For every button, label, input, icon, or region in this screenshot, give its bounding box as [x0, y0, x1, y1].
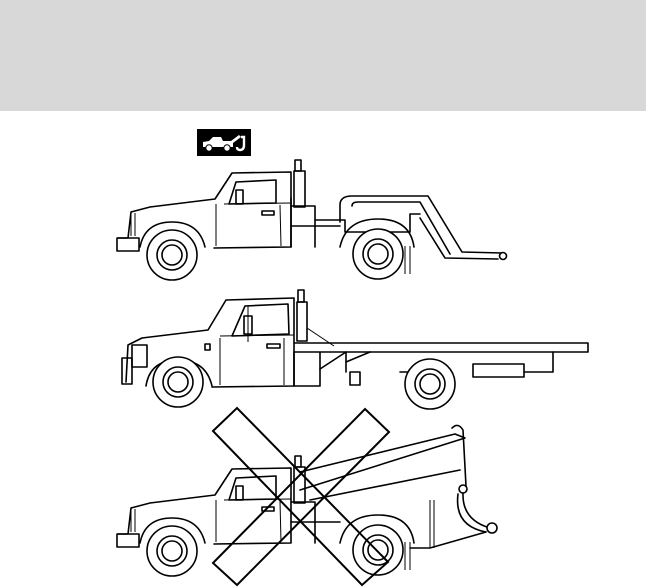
header-band: [0, 0, 646, 111]
flatbed-tow-truck: [0, 288, 646, 416]
sling-type-tow-truck: [0, 405, 646, 588]
sling-rear-wheel: [353, 525, 403, 575]
flatbed-rear-wheel: [405, 359, 455, 409]
wheel-lift-rear-wheel: [353, 229, 403, 279]
wheel-lift-tow-truck: [0, 152, 646, 292]
sling-front-wheel: [147, 526, 197, 576]
wheel-lift-front-wheel: [147, 230, 197, 280]
flatbed-front-wheel: [153, 357, 203, 407]
